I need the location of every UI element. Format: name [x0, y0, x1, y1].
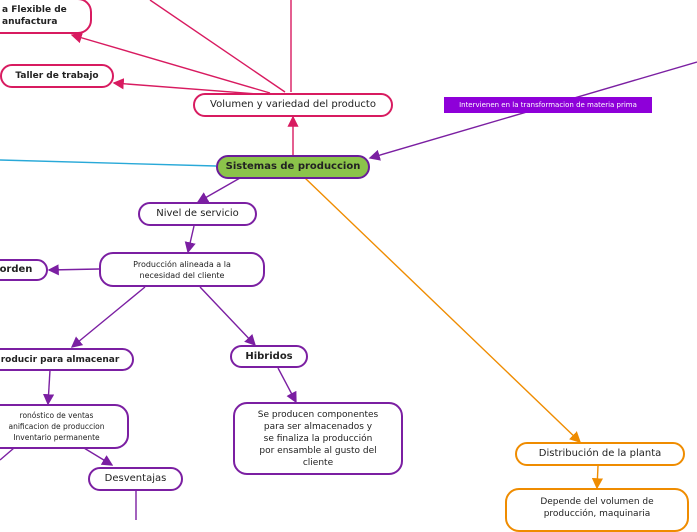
- componentes-node[interactable]: Se producen componentes para ser almacen…: [233, 402, 403, 475]
- produccion-alineada-node[interactable]: Producción alineada a la necesidad del c…: [99, 252, 265, 287]
- hibridos-node[interactable]: Hibridos: [230, 345, 308, 368]
- intervienen-tag[interactable]: Intervienen en la transformacion de mate…: [444, 97, 652, 113]
- flexible-manufacturing-node[interactable]: a Flexible de anufactura: [0, 0, 92, 34]
- edge-alineada-almacenar: [70, 286, 146, 348]
- volumen-variedad-node[interactable]: Volumen y variedad del producto: [193, 93, 393, 117]
- edge-hibridos-componentes: [277, 367, 297, 404]
- central-topic-node[interactable]: Sistemas de produccion: [216, 155, 370, 179]
- pronostico-node[interactable]: ronóstico de ventas anificacion de produ…: [0, 404, 129, 449]
- edge-central-distribucion: [304, 177, 582, 443]
- edge-volumen-flexible: [70, 32, 271, 94]
- edge-volumen-taller: [112, 78, 259, 95]
- producir-almacenar-node[interactable]: roducir para almacenar: [0, 348, 134, 371]
- edge-alineada-orden: [47, 264, 100, 276]
- edge-pronostico-desventajas: [83, 447, 114, 466]
- edge-volumen-offscreen-1: [149, 0, 286, 93]
- edge-nivel-alineada: [184, 225, 196, 254]
- depende-volumen-node[interactable]: Depende del volumen de producción, maqui…: [505, 488, 689, 532]
- edge-alineada-hibridos: [199, 286, 256, 347]
- orden-node[interactable]: orden: [0, 259, 48, 281]
- edge-central-nivel: [196, 177, 241, 203]
- edge-pronostico-offscreen: [0, 447, 15, 461]
- desventajas-node[interactable]: Desventajas: [88, 467, 183, 491]
- nivel-de-servicio-node[interactable]: Nivel de servicio: [138, 202, 257, 226]
- distribucion-planta-node[interactable]: Distribución de la planta: [515, 442, 685, 466]
- edge-almacenar-pronostico: [42, 369, 55, 406]
- edge-offscreen-central-cyan: [0, 159, 217, 167]
- taller-de-trabajo-node[interactable]: Taller de trabajo: [0, 64, 114, 88]
- edge-distribucion-depende: [591, 465, 604, 490]
